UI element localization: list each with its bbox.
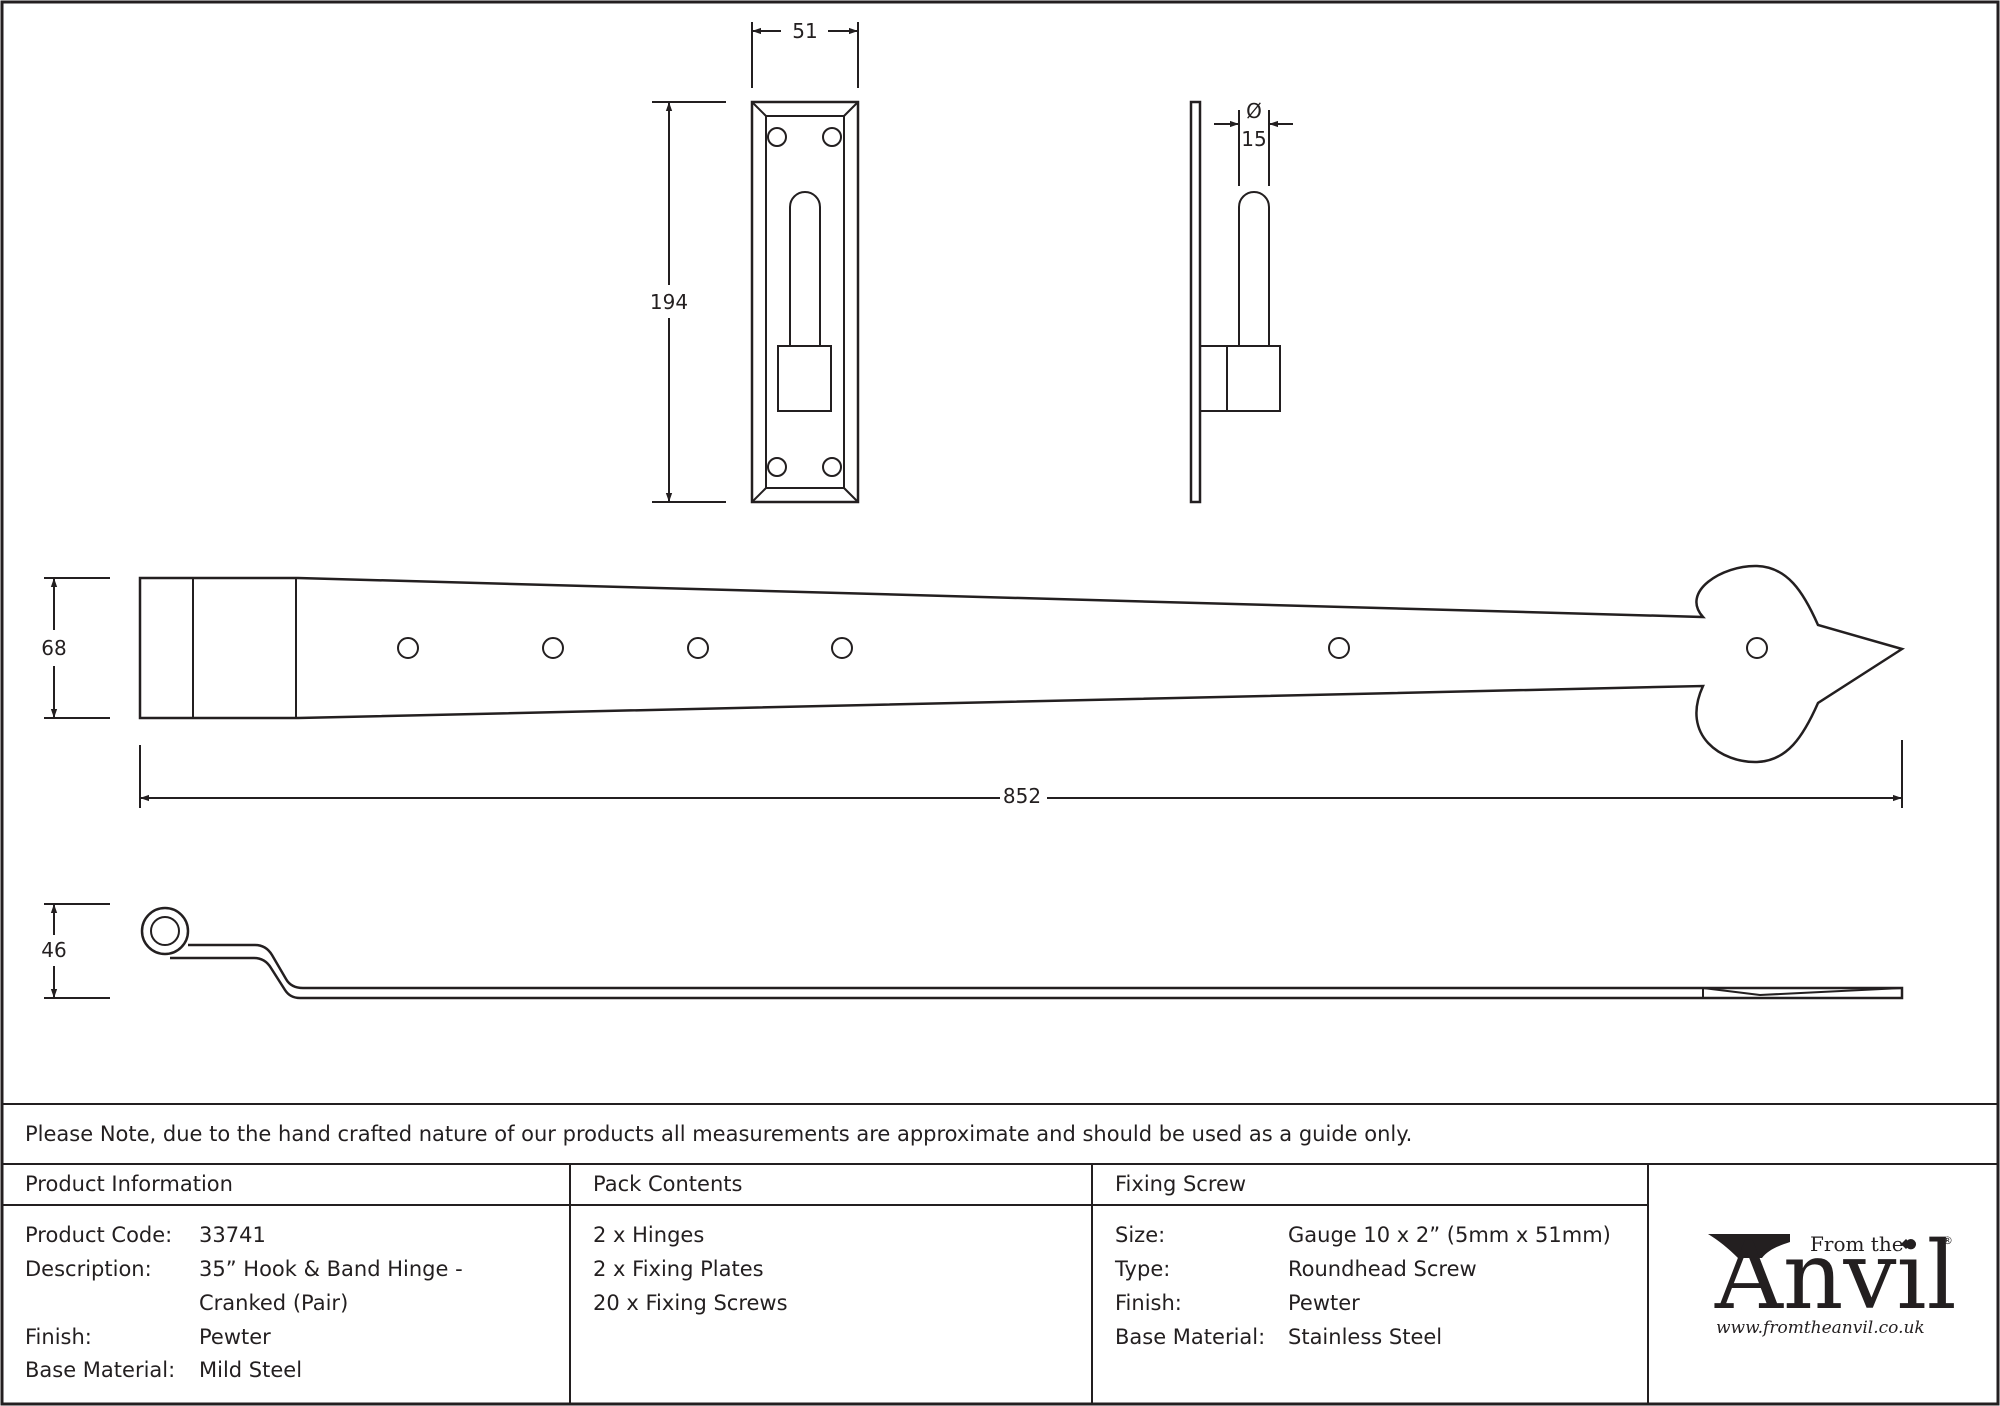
- pack-contents-heading: Pack Contents: [593, 1172, 742, 1196]
- screw-material-label: Base Material:: [1115, 1325, 1265, 1349]
- description-label: Description:: [25, 1257, 152, 1281]
- band-screw-hole: [1746, 637, 1768, 659]
- screw-size-label: Size:: [1115, 1223, 1165, 1247]
- pack-item: 2 x Fixing Plates: [593, 1257, 764, 1281]
- pack-item: 2 x Hinges: [593, 1223, 704, 1247]
- band-screw-hole: [831, 637, 853, 659]
- finish-value: Pewter: [199, 1325, 271, 1349]
- screw-type-label: Type:: [1114, 1257, 1170, 1281]
- pin-diameter-label: 15: [1241, 127, 1266, 151]
- plate-width-label: 51: [792, 19, 817, 43]
- crank-height-label: 46: [41, 938, 66, 962]
- plate-screw-hole: [767, 127, 787, 147]
- finish-label: Finish:: [25, 1325, 92, 1349]
- diameter-symbol: Ø: [1246, 99, 1262, 123]
- plate-screw-hole: [767, 457, 787, 477]
- product-code-label: Product Code:: [25, 1223, 172, 1247]
- info-table-grid: [2, 1103, 1998, 1404]
- screw-type-value: Roundhead Screw: [1288, 1257, 1477, 1281]
- band-screw-hole: [397, 637, 419, 659]
- band-screw-hole: [1328, 637, 1350, 659]
- fixing-plate-front-view: [750, 100, 860, 504]
- anvil-icon: [1708, 1234, 1790, 1258]
- description-value-cont: Cranked (Pair): [199, 1291, 348, 1315]
- fixing-plate-side-view: [1189, 100, 1281, 504]
- plate-screw-hole: [822, 127, 842, 147]
- brand-url: www.fromtheanvil.co.uk: [1716, 1318, 1925, 1338]
- plate-height-label: 194: [650, 290, 688, 314]
- screw-finish-value: Pewter: [1288, 1291, 1360, 1315]
- pack-item: 20 x Fixing Screws: [593, 1291, 788, 1315]
- base-material-label: Base Material:: [25, 1358, 175, 1382]
- band-side-view: [140, 906, 1904, 1000]
- hook-boss: [777, 345, 832, 412]
- measurement-note: Please Note, due to the hand crafted nat…: [25, 1122, 1412, 1146]
- band-length-label: 852: [1003, 784, 1041, 808]
- band-screw-hole: [542, 637, 564, 659]
- hook-pin: [789, 191, 821, 346]
- band-screw-hole: [687, 637, 709, 659]
- band-top-view: [138, 564, 1906, 764]
- brand-from-the: From the: [1810, 1232, 1904, 1256]
- from-the-anvil-logo: From the ® Anvil www.fromtheanvil.co.uk: [1708, 1222, 1957, 1338]
- band-height-label: 68: [41, 636, 66, 660]
- brand-registered: ®: [1942, 1234, 1953, 1247]
- product-info-rows: Product Code: 33741 Description: 35” Hoo…: [25, 1223, 463, 1382]
- description-value: 35” Hook & Band Hinge -: [199, 1257, 463, 1281]
- diamond-icon: [1901, 1239, 1911, 1249]
- screw-material-value: Stainless Steel: [1288, 1325, 1442, 1349]
- brand-name: Anvil: [1714, 1222, 1957, 1331]
- fixing-screw-heading: Fixing Screw: [1115, 1172, 1246, 1196]
- screw-finish-label: Finish:: [1115, 1291, 1182, 1315]
- product-info-heading: Product Information: [25, 1172, 233, 1196]
- plate-screw-hole: [822, 457, 842, 477]
- base-material-value: Mild Steel: [199, 1358, 302, 1382]
- product-code-value: 33741: [199, 1223, 266, 1247]
- screw-size-value: Gauge 10 x 2” (5mm x 51mm): [1288, 1223, 1611, 1247]
